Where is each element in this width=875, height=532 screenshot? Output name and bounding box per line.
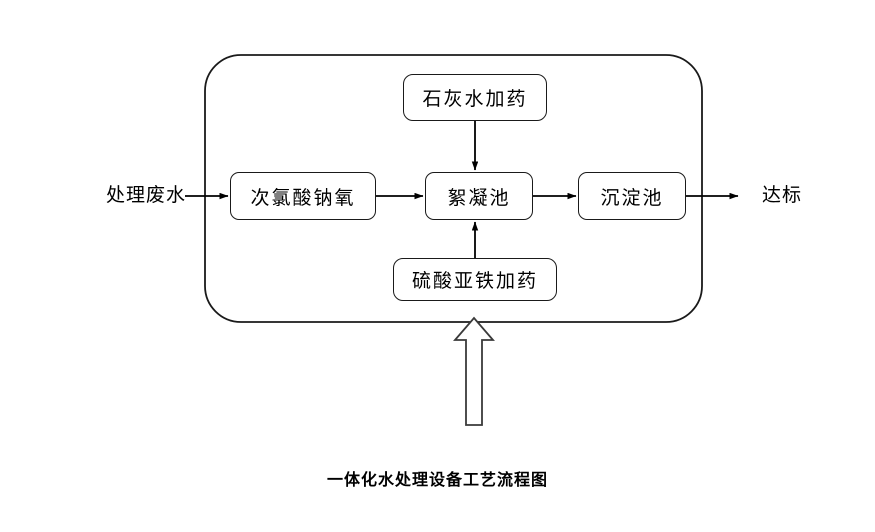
node-sedimentation-tank[interactable]: 沉淀池 bbox=[578, 172, 686, 220]
diagram-caption: 一体化水处理设备工艺流程图 bbox=[326, 470, 548, 489]
node-ferrous-sulfate-dosing[interactable]: 硫酸亚铁加药 bbox=[393, 258, 557, 301]
node-sedimentation-tank-label: 沉淀池 bbox=[600, 186, 664, 209]
node-flocculation-tank-label: 絮凝池 bbox=[447, 186, 511, 209]
effluent-label: 达标 bbox=[762, 184, 803, 206]
node-sodium-hypochlorite-oxidation[interactable]: 次氯酸钠氧 bbox=[230, 172, 376, 220]
node-flocculation-tank[interactable]: 絮凝池 bbox=[425, 172, 533, 220]
node-sodium-hypochlorite-oxidation-label: 次氯酸钠氧 bbox=[250, 186, 356, 209]
hollow-supply-arrow bbox=[453, 316, 495, 426]
influent-label: 处理废水 bbox=[106, 184, 187, 206]
node-lime-dosing-label: 石灰水加药 bbox=[422, 88, 528, 110]
node-lime-dosing[interactable]: 石灰水加药 bbox=[403, 74, 547, 121]
node-ferrous-sulfate-dosing-label: 硫酸亚铁加药 bbox=[411, 270, 538, 292]
equipment-boundary bbox=[204, 54, 703, 323]
